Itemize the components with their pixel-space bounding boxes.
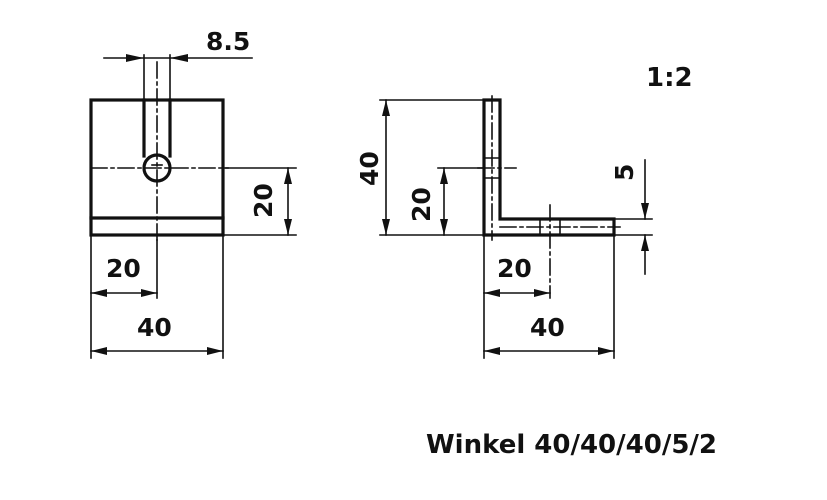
arrow-8-5-left [126,54,144,62]
arrow-side-length-right [598,347,614,355]
arrow-hole-offset-right [141,289,157,297]
part-title: Winkel 40/40/40/5/2 [426,430,717,460]
arrow-side-height-bottom [382,219,390,235]
dim-hole-offset-label: 20 [106,254,141,283]
scale-label: 1:2 [646,63,693,93]
front-view: 8.5 20 20 40 [89,27,297,359]
arrow-side-offset-left [484,289,500,297]
arrow-side-height-top [382,100,390,116]
arrow-width-right [207,347,223,355]
arrow-side-offset-right [534,289,550,297]
arrow-side-hole-top [440,168,448,184]
arrow-hole-height-bottom [284,219,292,235]
dim-thickness-label: 5 [610,164,639,181]
arrow-width-left [91,347,107,355]
arrow-hole-height-top [284,168,292,184]
dim-side-height-label: 40 [355,151,384,186]
dim-8-5-label: 8.5 [206,27,250,56]
dim-side-hole-offset-label: 20 [497,254,532,283]
dim-side-length-label: 40 [530,313,565,342]
side-view-profile [482,98,616,237]
side-view: 40 20 5 20 40 [355,95,653,359]
arrow-thickness-bottom [641,235,649,251]
arrow-8-5-right [170,54,188,62]
dim-hole-height-label: 20 [249,183,278,218]
arrow-side-length-left [484,347,500,355]
arrow-thickness-top [641,203,649,219]
arrow-hole-offset-left [91,289,107,297]
dim-width-label: 40 [137,313,172,342]
dim-side-hole-height-label: 20 [407,187,436,222]
arrow-side-hole-bottom [440,219,448,235]
